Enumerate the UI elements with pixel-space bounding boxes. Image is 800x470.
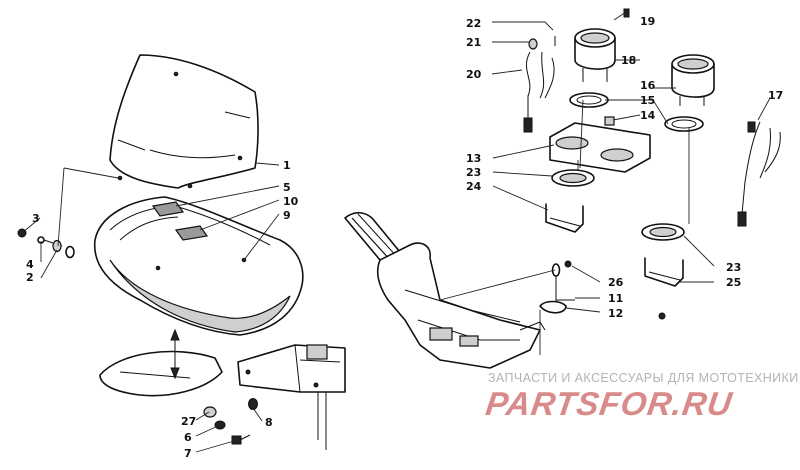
leader-lines [21,11,771,453]
hood-cowl [93,196,304,336]
callout-25: 25 [726,276,741,289]
hood-support-bracket [99,344,346,450]
wiring-harness [737,121,781,227]
switch-cable [539,260,666,320]
callout-5: 5 [283,181,291,194]
callout-18: 18 [621,54,636,67]
gauge-right [671,54,715,106]
gasket [551,169,685,241]
callout-labels: 1 2 3 4 5 6 7 8 9 10 11 12 13 14 15 16 1… [26,15,783,460]
wiring-harness [523,36,556,133]
callout-3: 3 [32,212,40,225]
callout-12: 12 [608,307,623,320]
callout-23-lower: 23 [726,261,741,274]
callout-7: 7 [184,447,192,460]
windshield [109,54,259,189]
callout-17: 17 [768,89,783,102]
callout-26: 26 [608,276,624,289]
callout-15: 15 [640,94,655,107]
decal [174,225,209,241]
callout-8: 8 [265,416,273,429]
callout-11: 11 [608,292,623,305]
callout-4: 4 [26,258,34,271]
callout-1: 1 [283,159,291,172]
bolt [203,398,258,445]
gauge-left [574,28,616,82]
callout-2: 2 [26,271,34,284]
bezel-ring [569,92,704,132]
callout-16: 16 [640,79,656,92]
callout-10: 10 [283,195,299,208]
decal [151,201,185,217]
callout-6: 6 [184,431,192,444]
callout-24: 24 [466,180,482,193]
callout-20: 20 [466,68,482,81]
handlebar [344,211,546,369]
callout-13: 13 [466,152,481,165]
fitting-arrow [170,328,180,380]
callout-23-upper: 23 [466,166,481,179]
instrument-panel [549,122,651,173]
callout-22: 22 [466,17,481,30]
callout-21: 21 [466,36,481,49]
callout-14: 14 [640,109,656,122]
callout-19: 19 [640,15,655,28]
screw [17,228,75,259]
watermark-brand-logo: PARTSFOR.RU [483,385,735,422]
callout-9: 9 [283,209,291,222]
callout-27: 27 [181,415,196,428]
mounting-bracket [545,203,684,287]
watermark-subtitle: ЗАПЧАСТИ И АКСЕССУАРЫ ДЛЯ МОТОТЕХНИКИ [488,371,799,385]
